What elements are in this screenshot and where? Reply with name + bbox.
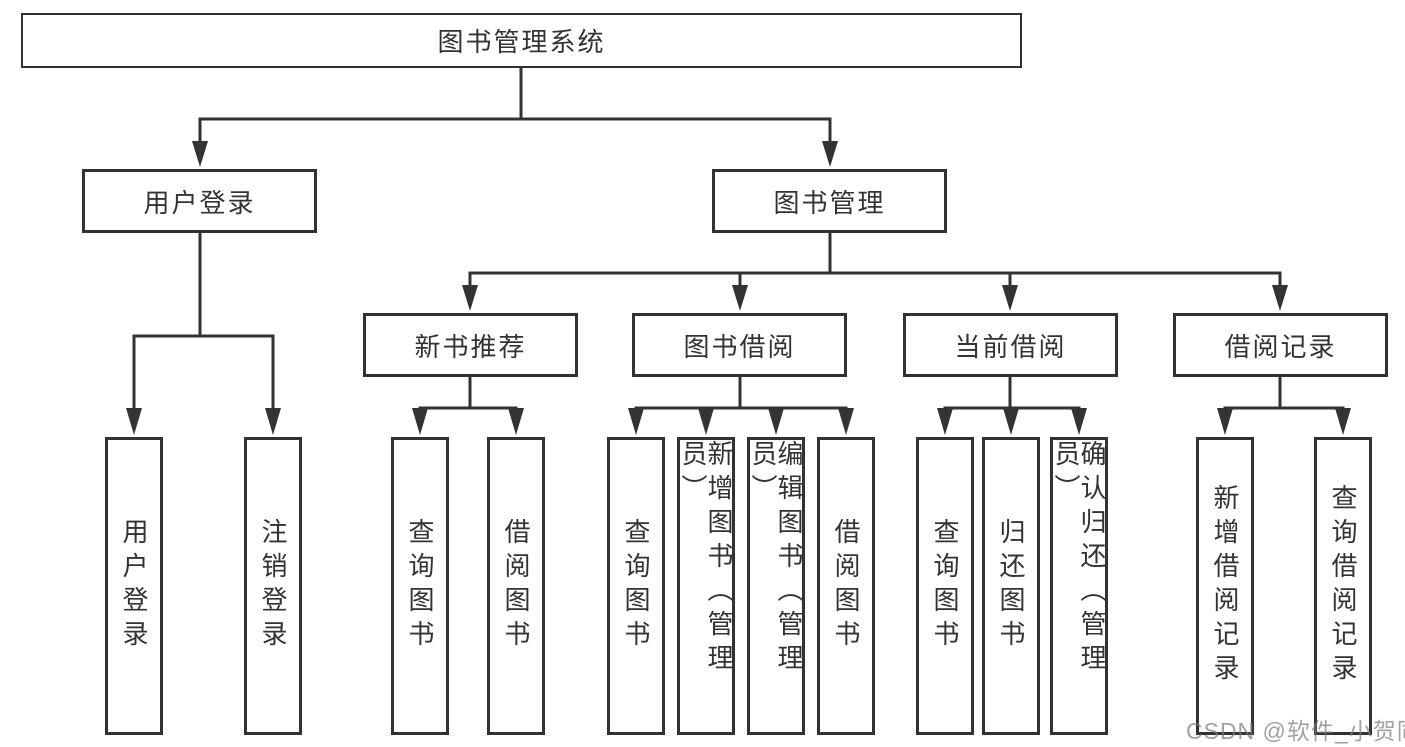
leaf-borrowing-add-books-admin: 新增图书（管理员） (677, 437, 735, 735)
node-user-login-label: 用户登录 (143, 187, 256, 218)
node-library-management-system: 图书管理系统 (21, 13, 1022, 68)
leaf-logout: 注销登录 (244, 437, 302, 735)
leaf-current-return-books: 归还图书 (982, 437, 1040, 735)
leaf-current-confirm-return-admin: 确认归还（管理员） (1050, 437, 1108, 735)
node-user-login: 用户登录 (82, 169, 317, 233)
leaf-records-add-record-label: 新增借阅记录 (1210, 484, 1240, 688)
csdn-watermark: CSDN @软件_小贺同学 (1186, 718, 1405, 744)
node-book-management: 图书管理 (712, 169, 947, 233)
leaf-records-query-record: 查询借阅记录 (1314, 437, 1372, 735)
leaf-recommend-query-books: 查询图书 (391, 437, 449, 735)
leaf-borrowing-query-books: 查询图书 (607, 437, 665, 735)
leaf-recommend-query-books-label: 查询图书 (405, 518, 435, 654)
leaf-borrowing-borrow-books-label: 借阅图书 (831, 518, 861, 654)
leaf-borrowing-query-books-label: 查询图书 (621, 518, 651, 654)
leaf-current-return-books-label: 归还图书 (996, 518, 1026, 654)
leaf-user-login: 用户登录 (105, 437, 163, 735)
leaf-borrowing-edit-books-admin-label: 编辑图书（管理员） (748, 440, 804, 678)
leaf-logout-label: 注销登录 (258, 518, 288, 654)
leaf-borrowing-edit-books-admin: 编辑图书（管理员） (747, 437, 805, 735)
node-borrowing-records: 借阅记录 (1173, 313, 1388, 377)
node-library-management-system-label: 图书管理系统 (437, 27, 606, 57)
node-book-borrowing: 图书借阅 (632, 313, 847, 377)
node-new-book-recommendation: 新书推荐 (363, 313, 578, 377)
leaf-current-confirm-return-admin-label: 确认归还（管理员） (1051, 440, 1107, 678)
node-borrowing-records-label: 借阅记录 (1224, 331, 1337, 362)
leaf-current-query-books-label: 查询图书 (930, 518, 960, 654)
leaf-recommend-borrow-books: 借阅图书 (487, 437, 545, 735)
leaf-records-query-record-label: 查询借阅记录 (1328, 484, 1358, 688)
node-current-borrowing-label: 当前借阅 (954, 331, 1067, 362)
leaf-current-query-books: 查询图书 (916, 437, 974, 735)
leaf-borrowing-borrow-books: 借阅图书 (817, 437, 875, 735)
leaf-borrowing-add-books-admin-label: 新增图书（管理员） (678, 440, 734, 678)
node-book-management-label: 图书管理 (773, 187, 886, 218)
leaf-records-add-record: 新增借阅记录 (1196, 437, 1254, 735)
node-book-borrowing-label: 图书借阅 (683, 331, 796, 362)
node-current-borrowing: 当前借阅 (903, 313, 1118, 377)
leaf-recommend-borrow-books-label: 借阅图书 (501, 518, 531, 654)
arrowheads (126, 141, 1351, 435)
leaf-user-login-label: 用户登录 (119, 518, 149, 654)
node-new-book-recommendation-label: 新书推荐 (414, 331, 527, 362)
